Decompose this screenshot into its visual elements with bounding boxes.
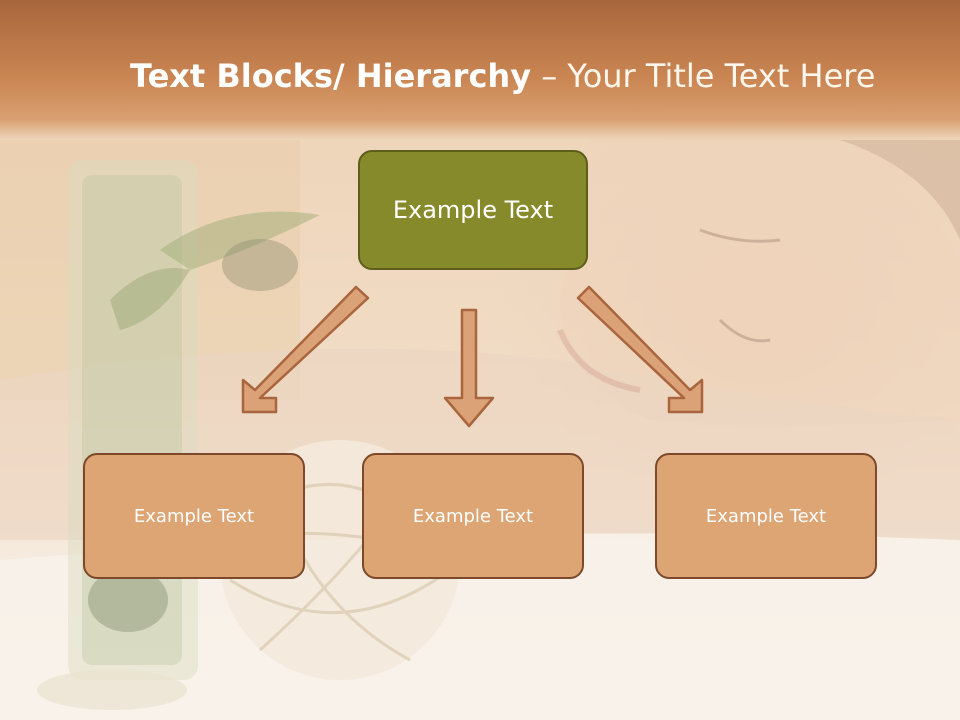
title-bold-part: Text Blocks/ Hierarchy	[130, 57, 532, 95]
title-subtitle-part: – Your Title Text Here	[531, 57, 876, 95]
child-box-right-label: Example Text	[705, 505, 827, 527]
slide-title: Text Blocks/ Hierarchy – Your Title Text…	[130, 54, 930, 98]
child-box-left-label: Example Text	[133, 505, 255, 527]
child-box-left[interactable]: Example Text	[83, 453, 305, 579]
child-box-right[interactable]: Example Text	[655, 453, 877, 579]
top-level-box[interactable]: Example Text	[358, 150, 588, 270]
title-band	[0, 0, 960, 140]
child-box-middle[interactable]: Example Text	[362, 453, 584, 579]
top-level-box-label: Example Text	[392, 196, 554, 224]
child-box-middle-label: Example Text	[412, 505, 534, 527]
